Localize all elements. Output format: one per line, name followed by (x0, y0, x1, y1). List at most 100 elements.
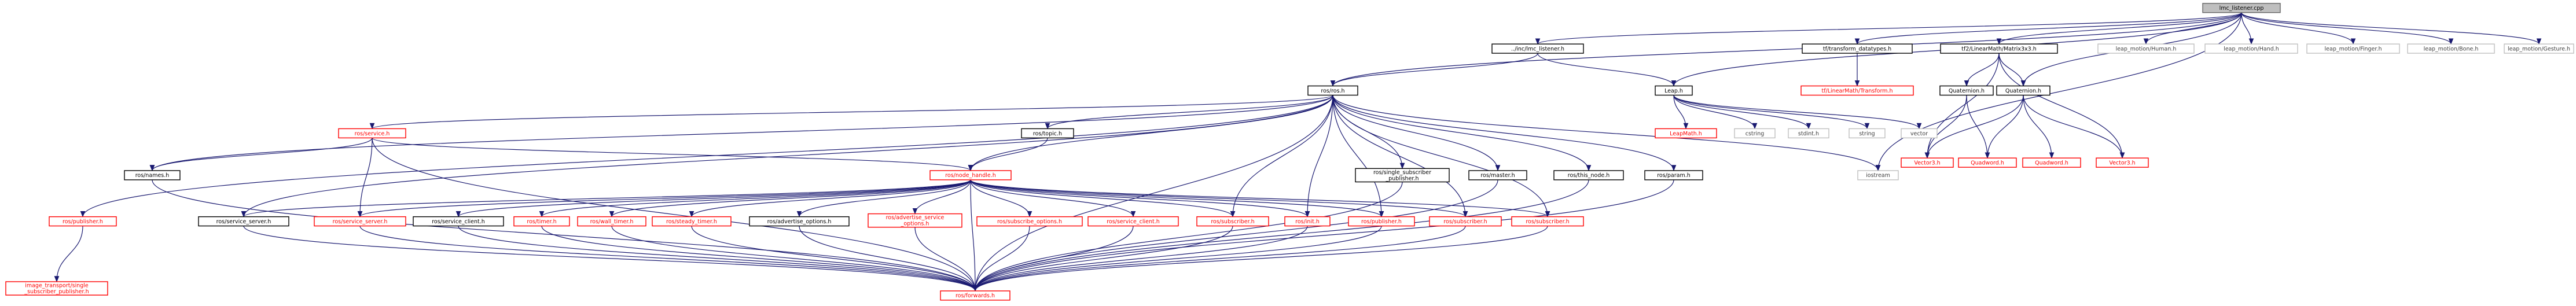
node-label-leap: Leap.h (1664, 88, 1683, 94)
edge-nh-to-advsrvopt (912, 179, 971, 215)
edge-ssp-to-forwards (972, 182, 1403, 292)
node-box-qw2 (2022, 157, 2081, 168)
edge-q2-to-v3a (1924, 95, 2024, 159)
node-advsrvopt[interactable]: ros/advertise_service_options.h (868, 213, 962, 228)
node-label-names: ros/names.h (135, 172, 170, 179)
edge-topic-to-nh (968, 138, 1048, 172)
node-cstring[interactable]: cstring (1734, 128, 1776, 139)
edge-ros-to-thisnode (1332, 95, 1592, 172)
edge-root-to-inc_lmc (1535, 12, 2242, 45)
node-steadytimer[interactable]: ros/steady_timer.h (652, 216, 732, 227)
node-sc1[interactable]: ros/service_client.h (413, 216, 504, 227)
node-lm_finger[interactable]: leap_motion/Finger.h (2306, 43, 2400, 54)
edge-q1-to-qw1 (1966, 95, 1990, 159)
node-qw2[interactable]: Quadword.h (2022, 157, 2081, 168)
node-label-subopt: ros/subscribe_options.h (997, 219, 1062, 225)
edge-service-to-ss2 (357, 138, 373, 217)
edge-nh-to-timer (539, 179, 971, 217)
edge-subopt-to-forwards (972, 226, 1030, 292)
node-init[interactable]: ros/init.h (1284, 216, 1331, 227)
node-names[interactable]: ros/names.h (124, 170, 181, 180)
node-lm_bone[interactable]: leap_motion/Bone.h (2407, 43, 2495, 54)
node-sub1[interactable]: ros/subscriber.h (1196, 216, 1269, 227)
edge-service-to-names (149, 138, 373, 172)
edge-tf2_m-to-q1 (1964, 53, 2000, 87)
node-walltimer[interactable]: ros/wall_timer.h (577, 216, 646, 227)
node-publisher1[interactable]: ros/publisher.h (49, 216, 117, 227)
node-lm_hand[interactable]: leap_motion/Hand.h (2204, 43, 2298, 54)
node-label-leapmath: LeapMath.h (1670, 131, 1702, 137)
node-stdint[interactable]: stdint.h (1788, 128, 1829, 139)
node-box-ss1 (198, 216, 289, 227)
node-v3b[interactable]: Vector3.h (2096, 157, 2149, 168)
node-iostream[interactable]: iostream (1857, 170, 1899, 180)
node-label-lm_finger: leap_motion/Finger.h (2325, 46, 2382, 52)
node-subopt[interactable]: ros/subscribe_options.h (976, 216, 1083, 227)
node-ss1[interactable]: ros/service_server.h (198, 216, 289, 227)
node-leapmath[interactable]: LeapMath.h (1655, 128, 1717, 139)
edge-nh-to-subopt (970, 179, 1032, 217)
edge-nh-to-ss2 (358, 179, 971, 217)
node-ssp[interactable]: ros/single_subscriber_publisher.h (1355, 168, 1450, 183)
node-imgtr[interactable]: image_transport/single_subscriber_publis… (5, 281, 108, 296)
node-label-vector: vector (1910, 131, 1928, 137)
node-box-root (2202, 3, 2281, 13)
node-timer[interactable]: ros/timer.h (513, 216, 570, 227)
node-box-q2 (1996, 85, 2050, 96)
node-tf_dt[interactable]: tf/transform_datatypes.h (1802, 43, 1913, 54)
node-sc2[interactable]: ros/service_client.h (1087, 216, 1179, 227)
edge-ros-to-sub2 (1332, 95, 1468, 217)
node-vector[interactable]: vector (1901, 128, 1938, 139)
node-root[interactable]: lmc_listener.cpp (2202, 3, 2281, 13)
edge-nh-to-sub3 (970, 179, 1550, 217)
node-sub3[interactable]: ros/subscriber.h (1511, 216, 1584, 227)
node-q1[interactable]: Quaternion.h (1939, 85, 1994, 96)
node-service[interactable]: ros/service.h (338, 128, 406, 139)
node-pub2[interactable]: ros/publisher.h (1348, 216, 1415, 227)
edge-ros-to-init (1304, 95, 1333, 217)
node-lm_gesture[interactable]: leap_motion/Gesture.h (2504, 43, 2574, 54)
node-topic[interactable]: ros/topic.h (1021, 128, 1074, 139)
edge-root-to-lm_gesture (2241, 12, 2542, 45)
node-box-ssp (1355, 168, 1450, 183)
node-sub2[interactable]: ros/subscriber.h (1429, 216, 1502, 227)
node-label-v3b: Vector3.h (2109, 160, 2135, 166)
node-tf2_m[interactable]: tf2/LinearMath/Matrix3x3.h (1940, 43, 2058, 54)
edge-timer-to-forwards (541, 226, 978, 292)
edge-names-to-forwards (152, 179, 978, 292)
edge-sc1-to-forwards (458, 226, 978, 292)
node-label-ssp: ros/single_subscriber (1373, 169, 1431, 176)
edge-ros-to-topic (1045, 95, 1333, 130)
node-ss2[interactable]: ros/service_server.h (314, 216, 406, 227)
node-label-param: ros/param.h (1657, 172, 1691, 179)
node-lm_human[interactable]: leap_motion/Human.h (2097, 43, 2195, 54)
node-box-v3b (2096, 157, 2149, 168)
node-box-iostream (1857, 170, 1899, 180)
node-forwards[interactable]: ros/forwards.h (940, 290, 1010, 301)
node-label-forwards: ros/forwards.h (956, 293, 995, 299)
node-box-sub3 (1511, 216, 1584, 227)
node-ros[interactable]: ros/ros.h (1307, 85, 1358, 96)
node-leap[interactable]: Leap.h (1655, 85, 1693, 96)
node-label-stdint: stdint.h (1798, 131, 1819, 137)
node-inc_lmc[interactable]: ../inc/lmc_listener.h (1491, 43, 1584, 54)
edge-leap-to-vector (1673, 95, 1922, 130)
node-v3a[interactable]: Vector3.h (1901, 157, 1954, 168)
edge-ros-to-sub3 (1332, 95, 1550, 217)
node-thisnode[interactable]: ros/this_node.h (1553, 170, 1624, 180)
node-master[interactable]: ros/master.h (1468, 170, 1527, 180)
node-box-names (124, 170, 181, 180)
node-nh[interactable]: ros/node_handle.h (929, 170, 1012, 180)
node-param[interactable]: ros/param.h (1644, 170, 1703, 180)
node-box-timer (513, 216, 570, 227)
node-label-qw2: Quadword.h (2035, 160, 2068, 166)
node-string[interactable]: string (1849, 128, 1886, 139)
node-q2[interactable]: Quaternion.h (1996, 85, 2050, 96)
edge-root-to-tf_dt (1854, 12, 2242, 45)
edge-ros-to-master (1332, 95, 1501, 172)
edge-nh-to-advopt (796, 179, 971, 217)
node-qw1[interactable]: Quadword.h (1958, 157, 2017, 168)
node-advopt[interactable]: ros/advertise_options.h (749, 216, 850, 227)
node-tf_lmt[interactable]: tf/LinearMath/Transform.h (1800, 85, 1914, 96)
edge-root-to-lm_finger (2241, 12, 2356, 45)
